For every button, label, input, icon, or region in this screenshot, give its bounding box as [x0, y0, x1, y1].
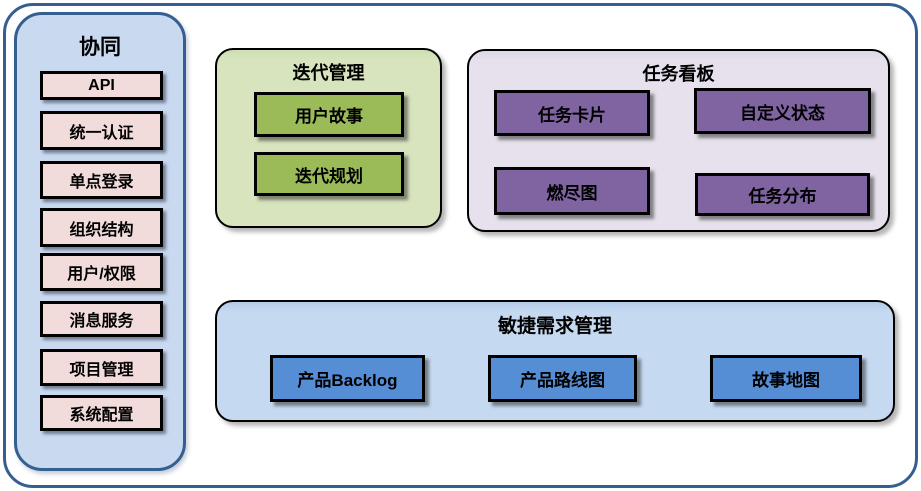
- box-story-map: 故事地图: [710, 355, 862, 402]
- box-custom-status: 自定义状态: [694, 88, 871, 134]
- group-iteration-management: 迭代管理 用户故事 迭代规划: [215, 48, 442, 228]
- sidebar-item-org-structure: 组织结构: [40, 208, 163, 247]
- sidebar-item-unified-auth: 统一认证: [40, 111, 163, 150]
- sidebar-item-user-permission: 用户/权限: [40, 253, 163, 291]
- group-task-board: 任务看板 任务卡片 自定义状态 燃尽图 任务分布: [467, 49, 890, 232]
- sidebar-item-message-service: 消息服务: [40, 301, 163, 337]
- box-burndown-chart: 燃尽图: [494, 167, 650, 215]
- box-user-story: 用户故事: [254, 92, 404, 137]
- group-agile-requirement-management: 敏捷需求管理 产品Backlog 产品路线图 故事地图: [215, 300, 895, 422]
- group-taskboard-title: 任务看板: [642, 64, 715, 84]
- box-task-distribution: 任务分布: [695, 173, 870, 216]
- sidebar-item-sso: 单点登录: [40, 161, 163, 199]
- box-iteration-planning: 迭代规划: [254, 152, 404, 196]
- box-product-backlog: 产品Backlog: [270, 355, 425, 402]
- group-agile-title: 敏捷需求管理: [497, 316, 612, 337]
- sidebar-item-system-config: 系统配置: [40, 395, 163, 431]
- sidebar-collaboration: 协同 API 统一认证 单点登录 组织结构 用户/权限 消息服务 项目管理 系统…: [14, 12, 186, 471]
- group-iteration-title: 迭代管理: [292, 63, 365, 83]
- box-task-card: 任务卡片: [494, 90, 650, 136]
- sidebar-title: 协同: [79, 36, 121, 59]
- box-product-roadmap: 产品路线图: [488, 355, 637, 402]
- sidebar-item-api: API: [40, 71, 163, 100]
- sidebar-item-project-management: 项目管理: [40, 349, 163, 386]
